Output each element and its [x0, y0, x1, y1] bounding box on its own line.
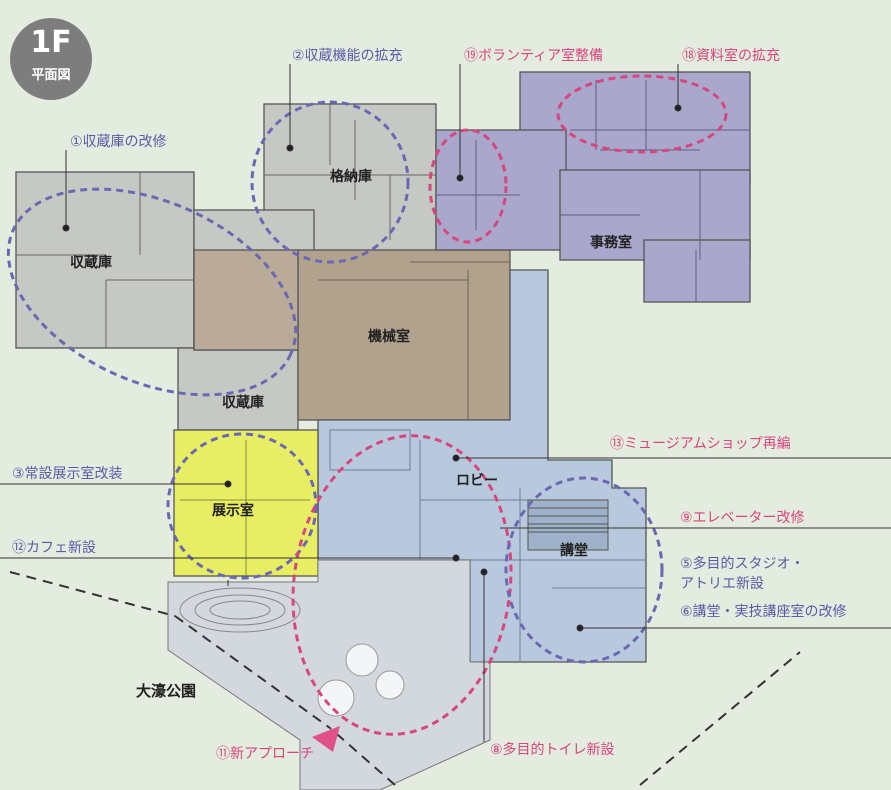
machine-room [297, 249, 511, 421]
machine-wing [193, 249, 511, 421]
floor-number: 1F [30, 25, 72, 60]
callout-18-reference-room: ⑱資料室の拡充 [682, 48, 780, 64]
garden [167, 559, 491, 790]
callout-1-storage-renovation: ①収蔵庫の改修 [70, 134, 167, 150]
park-label: 大濠公園 [136, 682, 197, 700]
callout-11-approach: ⑪新アプローチ [216, 746, 314, 762]
approach-arrow [312, 726, 340, 752]
callout-5-studio: ⑤多目的スタジオ・ アトリエ新設 [680, 556, 805, 592]
machine-partitions [318, 261, 510, 420]
auditorium-seating [527, 499, 609, 551]
floor-badge: 1F 平面図 [10, 18, 92, 100]
callout-12-cafe: ⑫カフェ新設 [12, 540, 96, 556]
room-label-machine: 機械室 [368, 329, 410, 345]
office-annex [643, 239, 751, 303]
callout-ellipses [6, 74, 728, 736]
exhibit-partitions [180, 440, 310, 576]
callout-6-auditorium: ⑥講堂・実技講座室の改修 [680, 604, 847, 620]
room-label-auditorium: 講堂 [560, 543, 588, 559]
room-label-storage-main: 収蔵庫 [70, 255, 112, 271]
callout-8-toilet: ⑧多目的トイレ新設 [490, 742, 615, 758]
site-boundary [9, 571, 801, 786]
room-label-office: 事務室 [590, 235, 632, 251]
volunteer-room [435, 129, 567, 251]
room-label-exhibit: 展示室 [212, 503, 254, 519]
callout-2-storage-expansion: ②収蔵機能の拡充 [292, 48, 403, 64]
callout-13-museum-shop: ⑬ミュージアムショップ再編 [610, 436, 791, 452]
room-label-lobby: ロビー [456, 473, 498, 489]
leader-lines [0, 64, 891, 742]
room-label-stacks: 格納庫 [330, 169, 372, 185]
plan-label: 平面図 [31, 68, 71, 83]
lobby-partitions [329, 429, 646, 662]
callout-19-volunteer-room: ⑲ボランティア室整備 [464, 48, 604, 64]
callout-3-exhibit-renovation: ③常設展示室改装 [12, 466, 123, 482]
storage-room-lower [177, 347, 299, 431]
callout-9-elevator: ⑨エレベーター改修 [680, 510, 805, 526]
room-label-storage-lower: 収蔵庫 [222, 395, 264, 411]
